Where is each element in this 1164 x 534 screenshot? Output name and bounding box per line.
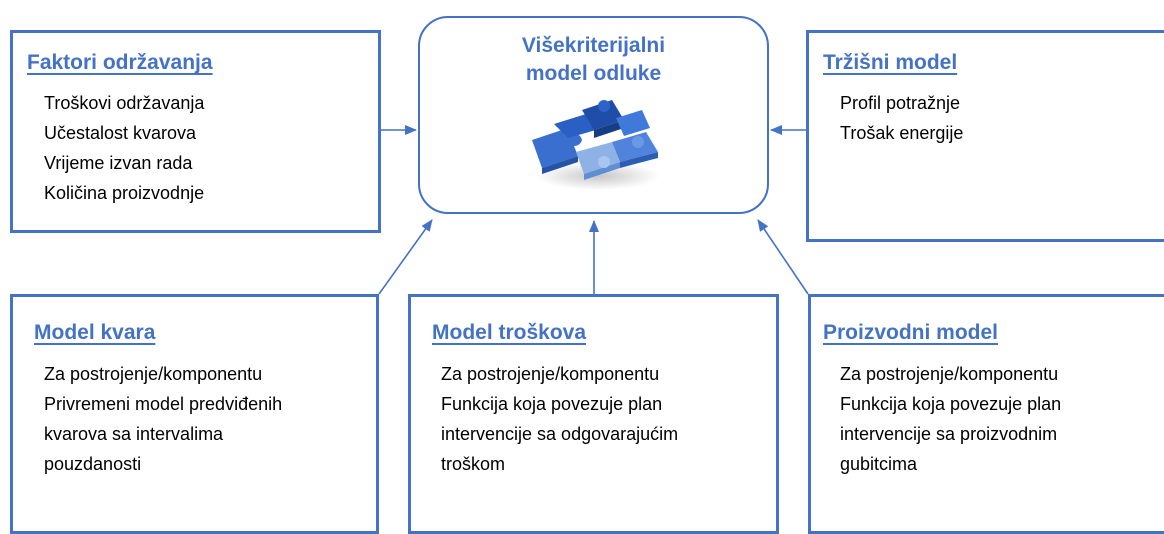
production-line: intervencije sa proizvodnim xyxy=(840,424,1058,444)
maintenance-line: Troškovi održavanja xyxy=(44,93,205,113)
failure-line: kvarova sa intervalima xyxy=(44,424,224,444)
cost-line: intervencije sa odgovarajućim xyxy=(441,424,679,444)
market-list: Profil potražnje Trošak energije xyxy=(840,88,963,148)
cost-title: Model troškova xyxy=(432,321,587,344)
center-title-line: Višekriterijalni xyxy=(521,34,666,57)
maintenance-line: Količina proizvodnje xyxy=(44,183,205,203)
maintenance-title: Faktori održavanja xyxy=(27,51,213,74)
puzzle-pieces-icon xyxy=(532,100,660,190)
market-title: Tržišni model xyxy=(823,51,958,74)
production-list: Za postrojenje/komponentu Funkcija koja … xyxy=(840,359,1061,479)
cost-line: Funkcija koja povezuje plan xyxy=(441,394,663,414)
failure-list: Za postrojenje/komponentu Privremeni mod… xyxy=(44,359,282,479)
arrow-failure-to-center xyxy=(378,219,433,295)
maintenance-line: Vrijeme izvan rada xyxy=(44,153,193,173)
center-title: Višekriterijalni model odluke xyxy=(420,32,767,88)
cost-line: troškom xyxy=(441,454,506,474)
failure-line: Za postrojenje/komponentu xyxy=(44,364,263,384)
production-line: Za postrojenje/komponentu xyxy=(840,364,1059,384)
failure-title: Model kvara xyxy=(34,321,156,344)
market-line: Profil potražnje xyxy=(840,93,961,113)
production-title: Proizvodni model xyxy=(823,321,999,344)
cost-list: Za postrojenje/komponentu Funkcija koja … xyxy=(441,359,678,479)
cost-line: Za postrojenje/komponentu xyxy=(441,364,660,384)
arrow-production-to-center xyxy=(757,219,809,295)
failure-line: Privremeni model predviđenih xyxy=(44,394,283,414)
box-maintenance-factors: Faktori održavanja Troškovi održavanja U… xyxy=(10,30,381,233)
box-cost-model: Model troškova Za postrojenje/komponentu… xyxy=(408,294,779,534)
decision-model-diagram: Faktori održavanja Troškovi održavanja U… xyxy=(10,16,1164,534)
connectors xyxy=(378,125,809,295)
maintenance-line: Učestalost kvarova xyxy=(44,123,197,143)
production-line: gubitcima xyxy=(840,454,918,474)
maintenance-list: Troškovi održavanja Učestalost kvarova V… xyxy=(44,88,204,208)
box-market-model: Tržišni model Profil potražnje Trošak en… xyxy=(806,30,1164,242)
center-title-line: model odluke xyxy=(525,62,662,85)
center-decision-model: Višekriterijalni model odluke xyxy=(418,16,769,214)
failure-line: pouzdanosti xyxy=(44,454,142,474)
market-line: Trošak energije xyxy=(840,123,964,143)
box-production-model: Proizvodni model Za postrojenje/komponen… xyxy=(808,294,1164,534)
production-line: Funkcija koja povezuje plan xyxy=(840,394,1062,414)
box-failure-model: Model kvara Za postrojenje/komponentu Pr… xyxy=(10,294,379,534)
